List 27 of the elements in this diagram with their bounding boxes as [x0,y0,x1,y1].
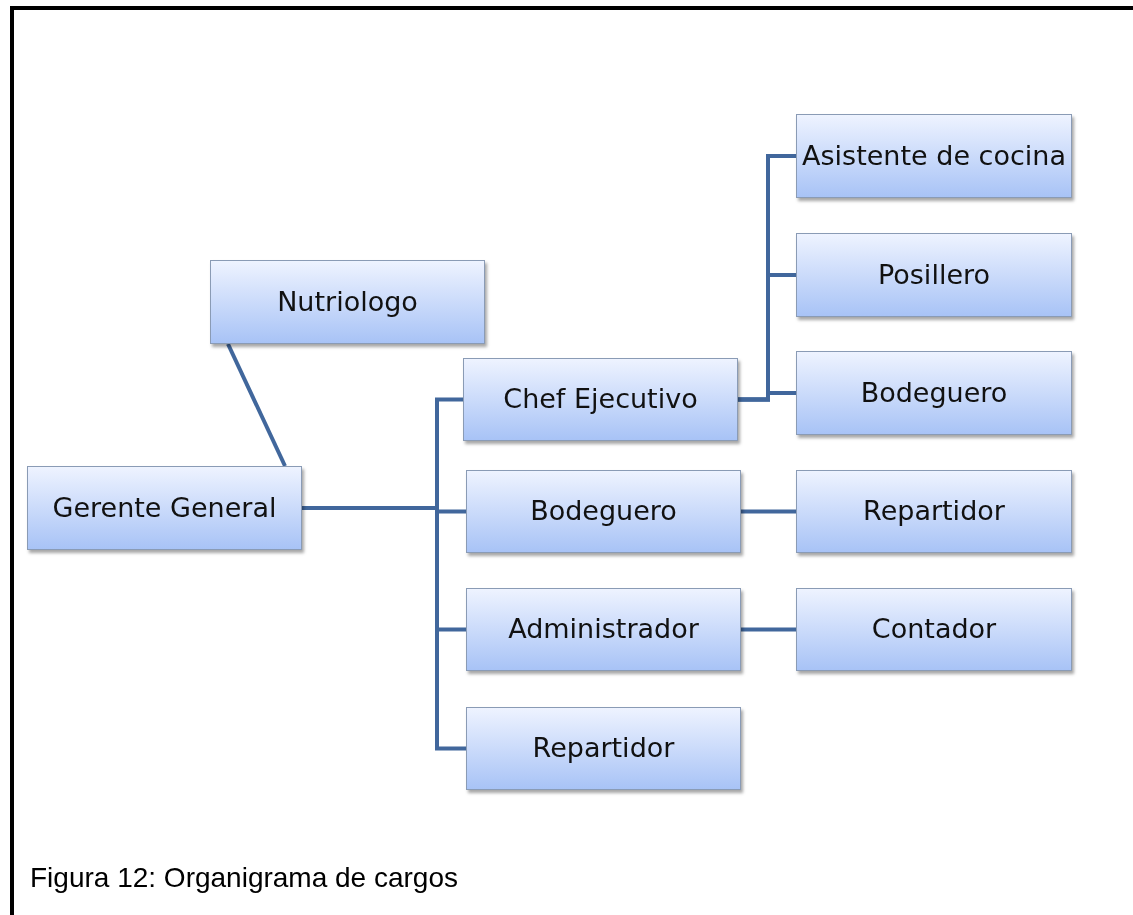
org-box [796,114,1072,198]
org-box [466,470,741,553]
org-box [466,707,741,790]
role-label: Repartidor [863,495,1005,528]
connector-line [741,627,796,632]
org-box [796,588,1072,671]
org-box [466,588,741,671]
figure-caption: Figura 12: Organigrama de cargos [30,862,458,894]
role-label: Nutriologo [277,285,418,319]
connector-line [741,509,796,514]
role-label: Contador [871,613,997,646]
role-label: Bodeguero [530,495,677,528]
role-label: Posillero [877,258,991,292]
connector-line [226,343,287,467]
org-box [210,260,485,344]
org-box [796,233,1072,317]
role-label: Repartidor [532,732,675,765]
role-label: Bodeguero [860,376,1008,410]
org-box [796,351,1072,435]
role-label: Chef Ejecutivo [503,383,698,416]
role-label: Asistente de cocina [802,139,1066,173]
role-label: Gerente General [52,491,277,525]
role-label: Administrador [508,613,699,646]
org-box [463,358,738,441]
org-box [27,466,302,550]
connector-line [738,391,796,402]
org-box [796,470,1072,553]
